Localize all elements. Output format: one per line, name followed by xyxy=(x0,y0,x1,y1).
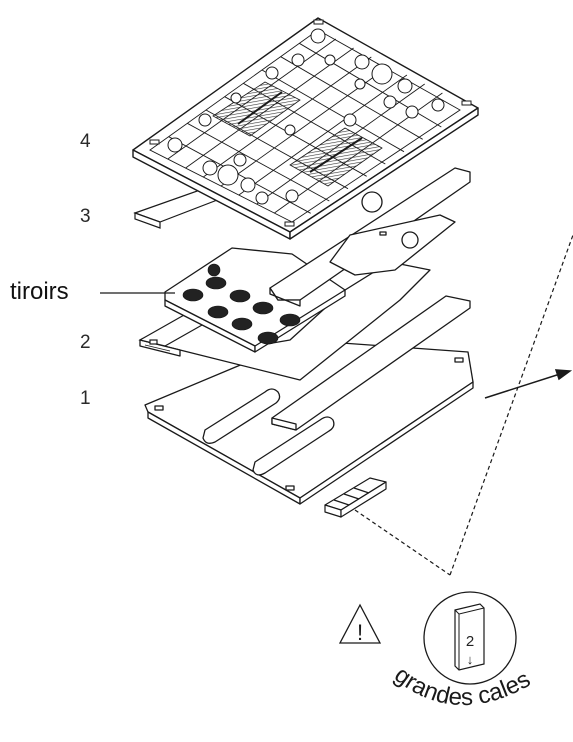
box-arrow: ↓ xyxy=(467,652,474,667)
warning-triangle-icon: ! xyxy=(338,603,382,645)
board-clips xyxy=(149,19,472,227)
layer-1-label: 1 xyxy=(80,388,91,409)
dashed-leaders xyxy=(354,234,573,576)
board-hatching xyxy=(212,81,383,187)
wedge-storage-callout: 2 ↓ xyxy=(423,591,517,685)
spacer-bar-1 xyxy=(271,295,471,431)
layer-4-label: 4 xyxy=(80,131,91,152)
warning-mark: ! xyxy=(357,620,363,645)
layer-3-frame xyxy=(269,167,471,307)
layer-3-clip-left xyxy=(133,189,227,229)
board-tokens xyxy=(167,28,445,205)
drawers-label: tiroirs xyxy=(10,278,69,305)
box-label: 2 xyxy=(466,633,474,650)
arrow-icon xyxy=(484,369,573,399)
layer-2-label: 2 xyxy=(80,332,91,353)
layer-3-label: 3 xyxy=(80,206,91,227)
drawer-icons xyxy=(182,263,301,345)
small-wedges xyxy=(324,477,387,518)
